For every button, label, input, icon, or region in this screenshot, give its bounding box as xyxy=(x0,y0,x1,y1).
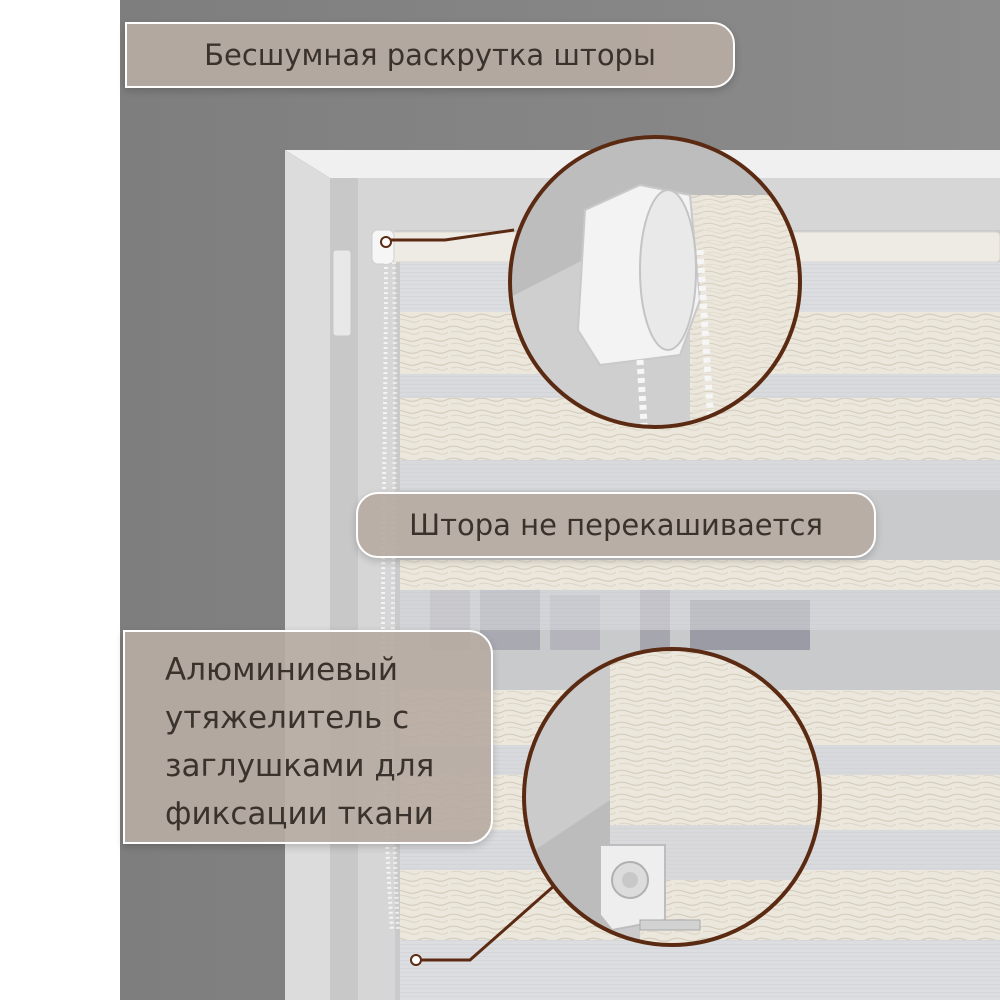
feature-label-line: фиксации ткани xyxy=(165,796,434,832)
fabric-stripe xyxy=(400,560,1000,590)
feature-label-aluminum-weight: Алюминиевый утяжелитель с заглушками для… xyxy=(123,630,493,844)
feature-label-line: утяжелитель с xyxy=(165,700,410,736)
callout-ring xyxy=(522,647,822,947)
callout-dot xyxy=(410,954,422,966)
callout-ring xyxy=(508,135,802,429)
callout-top xyxy=(380,135,802,429)
callout-bottom xyxy=(410,647,822,966)
feature-label-silent-rolling: Бесшумная раскрутка шторы xyxy=(125,22,735,88)
callout-line xyxy=(418,883,556,962)
callout-dot xyxy=(380,236,392,248)
feature-label-line: Алюминиевый xyxy=(165,652,399,688)
frame-left xyxy=(285,150,330,1000)
mesh-stripe xyxy=(400,460,1000,490)
callout-line xyxy=(386,228,515,242)
mesh-stripe xyxy=(400,590,1000,630)
feature-label-line: заглушками для xyxy=(165,748,435,784)
window-hinge xyxy=(332,249,352,337)
feature-label-no-skew: Штора не перекашивается xyxy=(356,492,876,558)
left-margin xyxy=(0,0,120,1000)
mesh-stripe xyxy=(400,940,1000,1000)
